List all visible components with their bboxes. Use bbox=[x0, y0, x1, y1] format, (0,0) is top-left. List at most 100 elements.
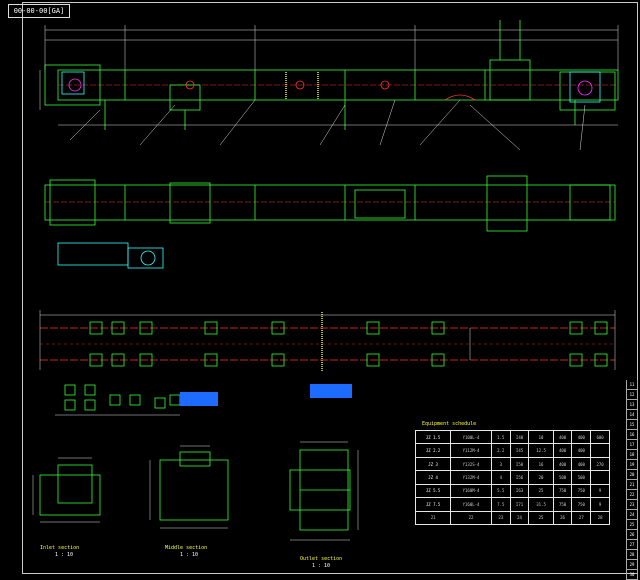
revision-row: 11 bbox=[626, 380, 638, 390]
table-cell: JZ 2.2 bbox=[414, 443, 452, 458]
table-cell: JZ 5.5 bbox=[414, 483, 452, 499]
revision-row: 25 bbox=[626, 520, 638, 530]
table-footer-cell: 24 bbox=[509, 510, 530, 526]
table-cell: JZ 1.5 bbox=[414, 429, 452, 445]
revision-row: 14 bbox=[626, 410, 638, 420]
table-cell: JZ 3 bbox=[414, 456, 452, 472]
table-cell: 2.2 bbox=[490, 443, 511, 458]
table-header: Equipment schedule bbox=[422, 421, 477, 427]
outlet-section-scale: 1 : 10 bbox=[312, 563, 331, 569]
table-cell: 750 bbox=[552, 497, 573, 512]
table-cell: 750 bbox=[571, 497, 592, 512]
table-cell: 750 bbox=[571, 483, 592, 499]
table-cell: Y132M-4 bbox=[450, 470, 492, 485]
revision-row: 30 bbox=[626, 570, 638, 580]
table-cell: 750 bbox=[552, 483, 573, 499]
table-cell: JZ 7.5 bbox=[414, 497, 452, 512]
outlet-section-caption: Outlet section bbox=[300, 556, 343, 562]
inlet-section-caption: Inlet section bbox=[40, 545, 80, 551]
table-cell: 7.5 bbox=[490, 497, 511, 512]
table-cell: Y160M-4 bbox=[450, 483, 492, 499]
elevation-dimensions bbox=[39, 25, 619, 151]
revision-row: 17 bbox=[626, 440, 638, 450]
revision-row: 21 bbox=[626, 480, 638, 490]
table-cell: I40 bbox=[509, 429, 530, 445]
table-cell: Y112M-4 bbox=[450, 443, 492, 458]
table-cell: 4 bbox=[490, 470, 511, 485]
table-cell: 5.5 bbox=[490, 483, 511, 499]
table-footer-cell: 23 bbox=[490, 510, 511, 526]
table-cell bbox=[590, 470, 610, 485]
plan-view bbox=[44, 175, 616, 269]
revision-row: 12 bbox=[626, 390, 638, 400]
table-footer-cell: 28 bbox=[590, 510, 610, 526]
table-cell: 270 bbox=[590, 456, 610, 472]
drawing-number: 00-00-00[GA] bbox=[8, 4, 70, 18]
table-cell: 16 bbox=[528, 456, 554, 472]
table-cell: 31.5 bbox=[528, 497, 554, 512]
table-cell: JZ 4 bbox=[414, 470, 452, 485]
mid-section-caption: Middle section bbox=[165, 545, 208, 551]
table-cell: I63 bbox=[509, 483, 530, 499]
table-footer-cell: 22 bbox=[450, 510, 492, 526]
table-cell: 400 bbox=[552, 443, 573, 458]
table-footer-cell: 26 bbox=[552, 510, 573, 526]
revision-row: 20 bbox=[626, 470, 638, 480]
table-cell: 500 bbox=[571, 470, 592, 485]
table-cell: 600 bbox=[590, 429, 610, 445]
table-cell: Y132S-4 bbox=[450, 456, 492, 472]
table-cell: 400 bbox=[552, 456, 573, 472]
foundation-note-label bbox=[310, 384, 352, 398]
table-cell: I50 bbox=[509, 456, 530, 472]
table-cell: 9 bbox=[590, 483, 610, 499]
table-cell: I71 bbox=[509, 497, 530, 512]
table-footer-cell: 21 bbox=[414, 510, 452, 526]
table-cell: 400 bbox=[552, 429, 573, 445]
revision-row: 22 bbox=[626, 490, 638, 500]
elevation-view bbox=[44, 20, 619, 130]
drive-note-label bbox=[180, 392, 218, 406]
table-cell: 1.5 bbox=[490, 429, 511, 445]
table-cell: 10 bbox=[528, 429, 554, 445]
table-cell: 500 bbox=[552, 470, 573, 485]
table-cell: 400 bbox=[571, 456, 592, 472]
table-cell: 12.5 bbox=[528, 443, 554, 458]
foundation-plan bbox=[39, 310, 616, 416]
revision-row: 26 bbox=[626, 530, 638, 540]
revision-row: 27 bbox=[626, 540, 638, 550]
revision-row: 23 bbox=[626, 500, 638, 510]
inlet-section-scale: 1 : 10 bbox=[55, 552, 74, 558]
revision-row: 19 bbox=[626, 460, 638, 470]
table-cell bbox=[590, 443, 610, 458]
table-cell: 400 bbox=[571, 443, 592, 458]
table-footer-cell: 27 bbox=[571, 510, 592, 526]
table-cell: 25 bbox=[528, 483, 554, 499]
table-cell: Y100L-4 bbox=[450, 429, 492, 445]
chain-hatching bbox=[285, 72, 323, 372]
table-cell: I56 bbox=[509, 470, 530, 485]
revision-row: 28 bbox=[626, 550, 638, 560]
drawing-border bbox=[22, 2, 638, 574]
section-views bbox=[32, 441, 359, 541]
mid-section-scale: 1 : 10 bbox=[180, 552, 199, 558]
revision-row: 13 bbox=[626, 400, 638, 410]
revision-row: 29 bbox=[626, 560, 638, 570]
table-footer-cell: 25 bbox=[528, 510, 554, 526]
revision-row: 24 bbox=[626, 510, 638, 520]
table-cell: I45 bbox=[509, 443, 530, 458]
revision-row: 15 bbox=[626, 420, 638, 430]
table-cell: 20 bbox=[528, 470, 554, 485]
revision-row: 18 bbox=[626, 450, 638, 460]
table-cell: Y160L-4 bbox=[450, 497, 492, 512]
table-cell: 3 bbox=[490, 456, 511, 472]
